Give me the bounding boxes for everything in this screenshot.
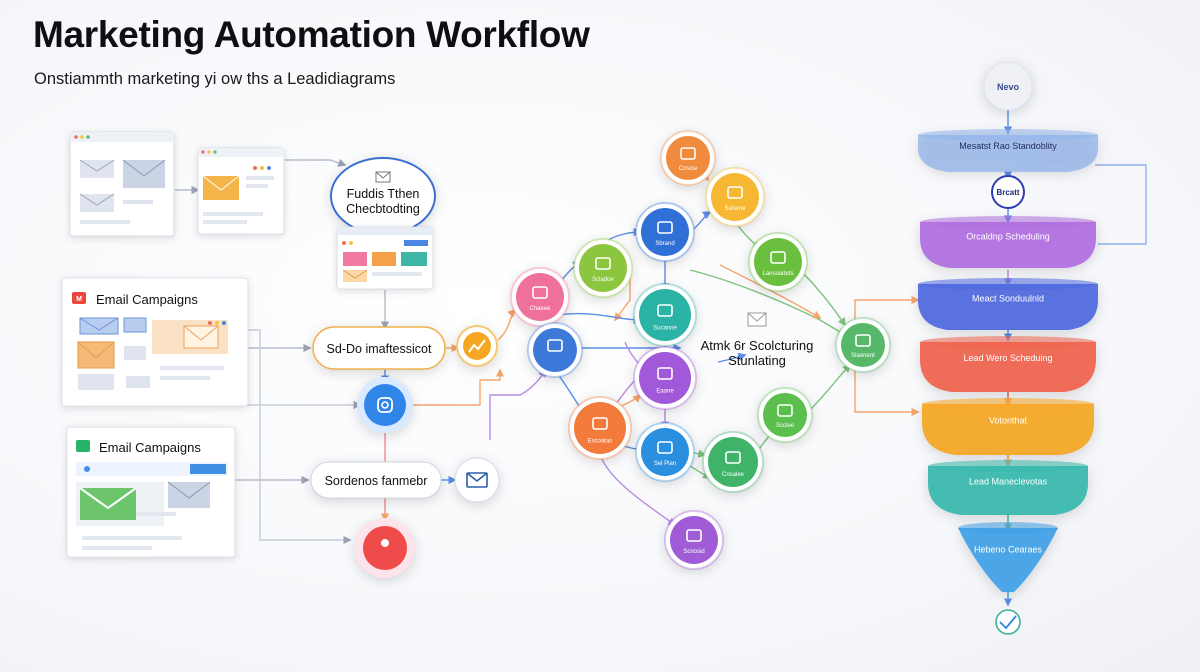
circle-node-label: Escoatan [587,438,612,444]
node-glyph-icon [727,186,743,199]
circle-node-label: Scladoe [592,277,614,283]
circle-node-label: Scnosid [683,549,704,555]
circle-node-label: Sel Plan [654,461,676,467]
decision-label-line2: Checbtodting [346,202,420,216]
inbox-card-2 [197,147,285,235]
circle-node-green-low: Cnsalee [702,431,764,493]
bottom-pill: Sordenos fanmebr [310,461,442,499]
funnel-stage-label: Votonthat [989,415,1028,425]
circle-node-label: Sucanne [653,325,677,331]
scoring-label-line1: Atmk 6r Scolcturing [701,338,814,353]
success-node [355,518,415,578]
process-pill-label: Sd-Do imaftessicot [327,342,432,356]
funnel-stage-3: Meact Sonduulnld [918,278,1098,330]
circle-node-yellow: Sureme [705,167,765,227]
email-campaigns-card-2: Email Campaigns [66,426,236,558]
email-campaigns-title-1: Email Campaigns [96,292,198,307]
node-glyph-icon [595,257,611,270]
node-glyph-icon [657,441,673,454]
node-glyph-icon [777,404,793,417]
funnel-stage-4: Lead Wero Scheduing [920,336,1096,392]
circle-node-facebook: Sbrand [635,202,695,262]
camera-icon [377,397,393,413]
circle-node-label: Cnsice [679,166,698,172]
decision-oval: Fuddis Tthen Checbtodting [330,157,436,235]
node-glyph-icon [532,286,548,299]
circle-node-blue-hub [527,322,583,378]
funnel-stage-label: Orcaldnp Scheduling [966,231,1050,241]
funnel-stage-7: Hebeno Cearaes [958,522,1058,592]
node-glyph-icon [657,367,673,380]
node-glyph-icon [686,529,702,542]
node-glyph-icon [855,334,871,347]
circle-node-pink: Chaeee [510,267,570,327]
node-glyph-icon [592,417,608,430]
check-icon [999,615,1017,630]
node-glyph-icon [657,304,673,317]
decision-label-line1: Fuddis Tthen [347,187,420,201]
bottom-pill-label: Sordenos fanmebr [325,474,428,488]
instagram-node [357,377,413,433]
node-glyph-icon [547,339,563,352]
funnel-stage-label: Mesatst Rao Standoblity [959,141,1057,151]
funnel-decision-label: Brcatt [996,188,1019,197]
circle-node-label: Sbrand [655,241,674,247]
email-campaigns-card-1: M Email Campaigns [61,277,249,407]
circle-node-orange-low: Escoatan [568,396,632,460]
funnel-stage-label: Hebeno Cearaes [974,544,1043,554]
mail-circle [454,457,500,503]
circle-node-orange-top: Cnsice [660,130,716,186]
circle-node-teal: Sucanne [633,283,697,347]
circle-node-label: Eaane [656,388,674,394]
funnel-stage-label: Lead Wero Scheduing [964,353,1053,363]
circle-node-lime: Scladoe [573,238,633,298]
circle-node-green-2: Slaenent [835,317,891,373]
funnel-top-badge: Nevo [983,61,1033,111]
circle-node-purple-low: Scnosid [664,510,724,570]
funnel-stage-2: Orcaldnp Scheduling [920,216,1096,268]
process-pill: Sd-Do imaftessicot [312,326,446,370]
funnel-stage-6: Lead Maneclevotas [928,460,1088,515]
scoring-label-line2: Stunlating [728,353,786,368]
funnel-stage-1: Mesatst Rao Standoblity [918,129,1098,172]
dashboard-card [336,226,434,290]
trend-icon [468,339,486,353]
circle-node-label: Lansoadets [762,271,793,277]
circle-node-label: Scclee [776,423,795,429]
email-campaigns-title-2: Email Campaigns [99,440,201,455]
funnel-stage-5: Votonthat [922,398,1094,455]
page-title: Marketing Automation Workflow [33,14,590,55]
funnel-stage-label: Lead Maneclevotas [969,477,1048,487]
circle-node-label: Slaenent [851,353,875,359]
node-glyph-icon [770,251,786,264]
chart-badge [456,325,498,367]
target-icon [381,539,389,547]
circle-node-green-1: Lansoadets [748,232,808,292]
circle-node-blue-low: Sel Plan [635,422,695,482]
funnel-stage-label: Meact Sonduulnld [972,293,1044,303]
funnel-decision-badge: Brcatt [991,175,1025,209]
funnel-end-icon [995,609,1021,635]
node-glyph-icon [725,451,741,464]
page-subtitle: Onstiammth marketing yi ow ths a Leadidi… [34,70,396,88]
scoring-label: Atmk 6r Scolcturing Stunlating [701,312,814,368]
node-glyph-icon [680,147,696,160]
circle-node-green-3: Scclee [757,387,813,443]
email-badge-icon: M [76,296,82,303]
circle-node-purple-1: Eaane [633,346,697,410]
envelope-icon [747,312,767,322]
circle-node-label: Sureme [724,206,746,212]
node-glyph-icon [657,221,673,234]
circle-node-label: Chaeee [529,306,551,312]
circle-node-label: Cnsalee [722,472,745,478]
inbox-card-1 [69,131,175,237]
funnel-top-badge-label: Nevo [997,82,1020,92]
